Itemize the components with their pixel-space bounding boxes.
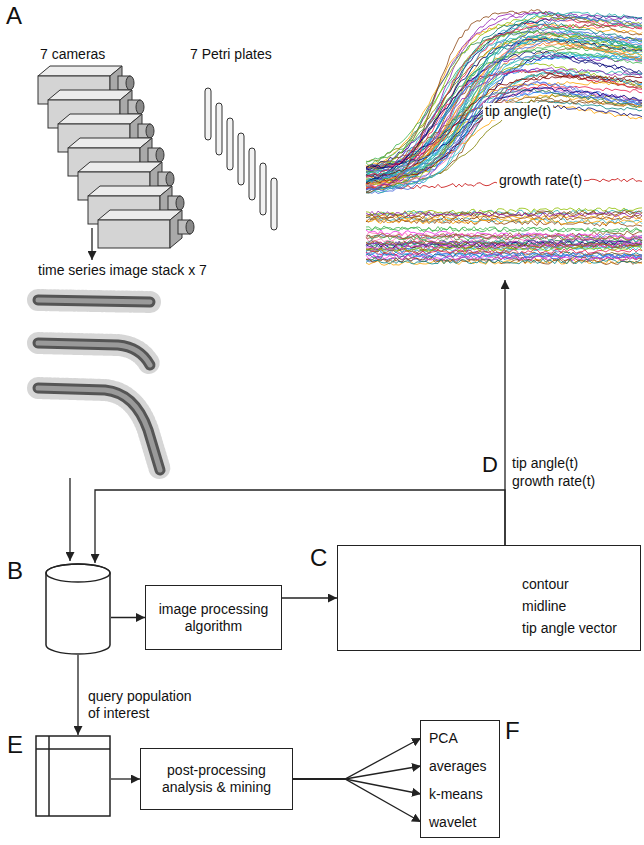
data-curve — [366, 259, 642, 264]
data-curve — [366, 49, 642, 165]
method-name: wavelet — [421, 809, 498, 835]
data-curve — [366, 39, 642, 181]
data-curve — [366, 88, 642, 168]
data-curve — [366, 37, 642, 168]
data-curve — [366, 89, 642, 173]
box-label: post-processing analysis & mining — [149, 762, 284, 796]
data-curve — [366, 72, 642, 190]
data-curve — [366, 246, 642, 251]
data-curve — [366, 11, 642, 171]
data-curve — [366, 17, 642, 190]
data-curve — [366, 52, 642, 189]
camera-array — [38, 66, 194, 248]
data-curve — [366, 46, 642, 182]
data-curve — [366, 226, 642, 232]
data-curve — [366, 18, 642, 187]
petri-plates — [205, 88, 277, 230]
data-curve — [366, 211, 642, 217]
table-icon: E — [35, 735, 111, 817]
caption-text: 7 cameras — [40, 46, 105, 63]
flow-connector — [293, 766, 421, 779]
method-name: averages — [421, 753, 498, 779]
panel-letter: B — [7, 557, 23, 586]
legend-label: contour — [522, 576, 569, 593]
data-curve — [366, 40, 642, 187]
table-outline — [35, 735, 111, 817]
data-curve — [366, 39, 642, 181]
data-curve — [366, 90, 642, 172]
flow-label: query population of interest — [88, 688, 203, 722]
caption-text: 7 Petri plates — [190, 46, 272, 63]
data-curve — [366, 82, 642, 178]
data-curve — [366, 227, 642, 233]
data-curve — [366, 43, 642, 169]
data-curve — [366, 16, 642, 168]
data-curve — [366, 241, 642, 248]
method-item: averages — [421, 753, 498, 779]
panel-letter: A — [6, 2, 22, 31]
plot-panel: tip angle(t) growth rate(t) — [365, 0, 644, 280]
caption-text: time series image stack x 7 — [38, 262, 207, 279]
data-curve — [366, 16, 642, 172]
curve-label: tip angle(t) — [483, 103, 553, 120]
data-curve — [366, 24, 642, 176]
data-curve — [366, 38, 642, 183]
method-name: k-means — [421, 781, 498, 807]
root-image-stack — [38, 300, 160, 470]
database-cylinder: B — [45, 563, 111, 655]
time-series-plot — [366, 10, 642, 266]
flow-connector — [293, 738, 421, 779]
box-label: image processing algorithm — [154, 601, 273, 635]
data-curve — [366, 219, 642, 225]
flow-label: tip angle(t) — [512, 455, 578, 472]
data-curve — [366, 215, 642, 222]
data-curve — [366, 70, 642, 185]
method-name: PCA — [421, 725, 498, 751]
panel-letter: D — [482, 452, 498, 478]
data-curve — [366, 30, 642, 170]
data-curve — [366, 210, 642, 217]
data-curve — [366, 10, 642, 193]
flow-connector — [111, 617, 145, 618]
data-curve — [366, 28, 642, 193]
method-item: PCA — [421, 725, 498, 751]
data-curve — [366, 97, 642, 168]
data-curve — [366, 238, 642, 247]
data-curve — [366, 252, 642, 258]
cylinder-outline — [45, 563, 111, 655]
curve-label: growth rate(t) — [497, 172, 584, 189]
method-item: wavelet — [421, 809, 498, 835]
flow-connector — [293, 779, 421, 822]
flow-connector — [77, 655, 78, 735]
data-curve — [366, 87, 642, 173]
data-curve — [366, 68, 642, 190]
data-curve — [366, 38, 642, 185]
process-box: post-processing analysis & mining — [140, 748, 293, 810]
panel-letter: C — [310, 544, 327, 573]
legend-label: tip angle vector — [522, 620, 617, 637]
data-curve — [366, 30, 642, 173]
panel-letter: E — [7, 731, 23, 760]
data-curve — [366, 219, 642, 227]
method-item: k-means — [421, 781, 498, 807]
flow-arrow — [69, 478, 70, 561]
panel-letter: F — [505, 717, 520, 746]
flow-connector — [282, 597, 337, 598]
data-curve — [366, 55, 642, 193]
process-box: image processing algorithm — [145, 585, 282, 650]
legend-label: midline — [522, 598, 566, 615]
data-curve — [366, 12, 642, 176]
data-curve — [366, 12, 642, 186]
data-curve — [366, 76, 642, 177]
flow-arrow — [91, 228, 92, 260]
data-curve — [366, 12, 642, 175]
data-curve — [366, 258, 642, 265]
flow-label: growth rate(t) — [512, 473, 595, 490]
flow-connector — [111, 778, 140, 779]
data-curve — [366, 104, 642, 170]
method-list: FPCAaveragesk-meanswavelet — [420, 720, 500, 838]
